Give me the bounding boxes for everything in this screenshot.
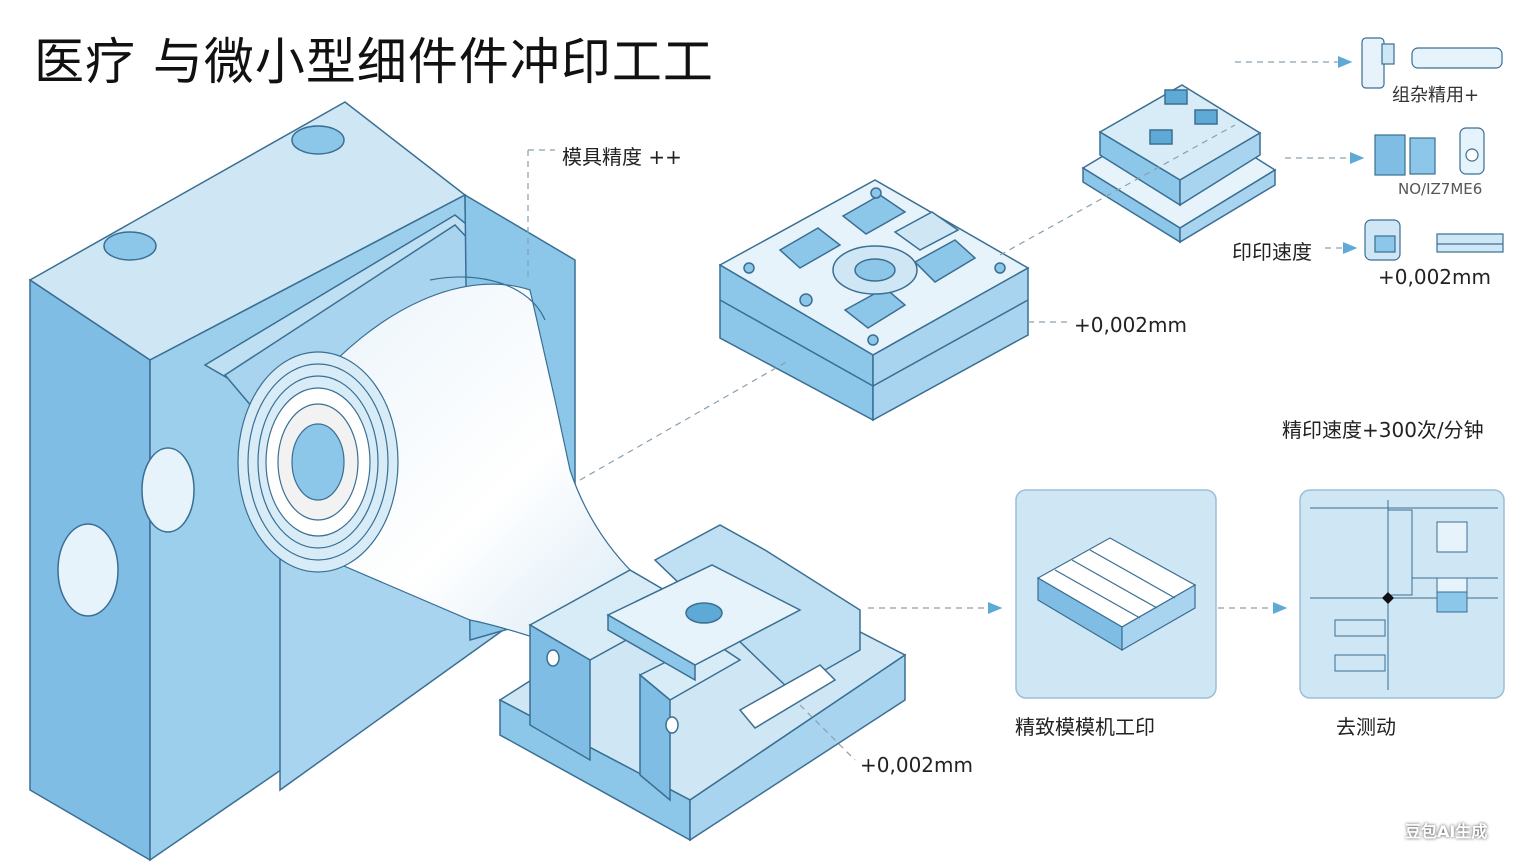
watermark: 豆包AI生成 (1405, 822, 1488, 841)
small-die-block (1081, 84, 1277, 244)
finished-parts-top (1361, 37, 1503, 89)
diagram-title: 医疗 与微小型细件件冲印工工 (34, 33, 714, 91)
mold-precision-label: 模具精度 ++ (562, 145, 682, 169)
top-right-caption: 组杂精用+ (1392, 85, 1480, 106)
inspection-label: 去测动 (1336, 715, 1396, 739)
press-die (498, 524, 907, 842)
tolerance-label-middle: +0,002mm (1074, 313, 1187, 337)
mid-right-caption: NO/IZ7ME6 (1398, 180, 1483, 198)
print-speed-label: 印印速度 (1232, 240, 1312, 264)
progressive-die-plate (718, 179, 1030, 422)
tolerance-label-bottom: +0,002mm (860, 753, 973, 777)
tolerance-label-right: +0,002mm (1378, 265, 1491, 289)
speed-rate-label: 精印速度+300次/分钟 (1282, 418, 1484, 442)
stamp-machine-label: 精致模模机工印 (1015, 715, 1155, 739)
finished-parts-middle (1374, 127, 1485, 176)
leader-lines (527, 56, 1365, 761)
coil-roll (237, 351, 399, 573)
inspection-panel (1299, 489, 1505, 699)
finished-parts-bottom (1364, 219, 1504, 261)
stamp-machine-panel (1015, 489, 1217, 699)
